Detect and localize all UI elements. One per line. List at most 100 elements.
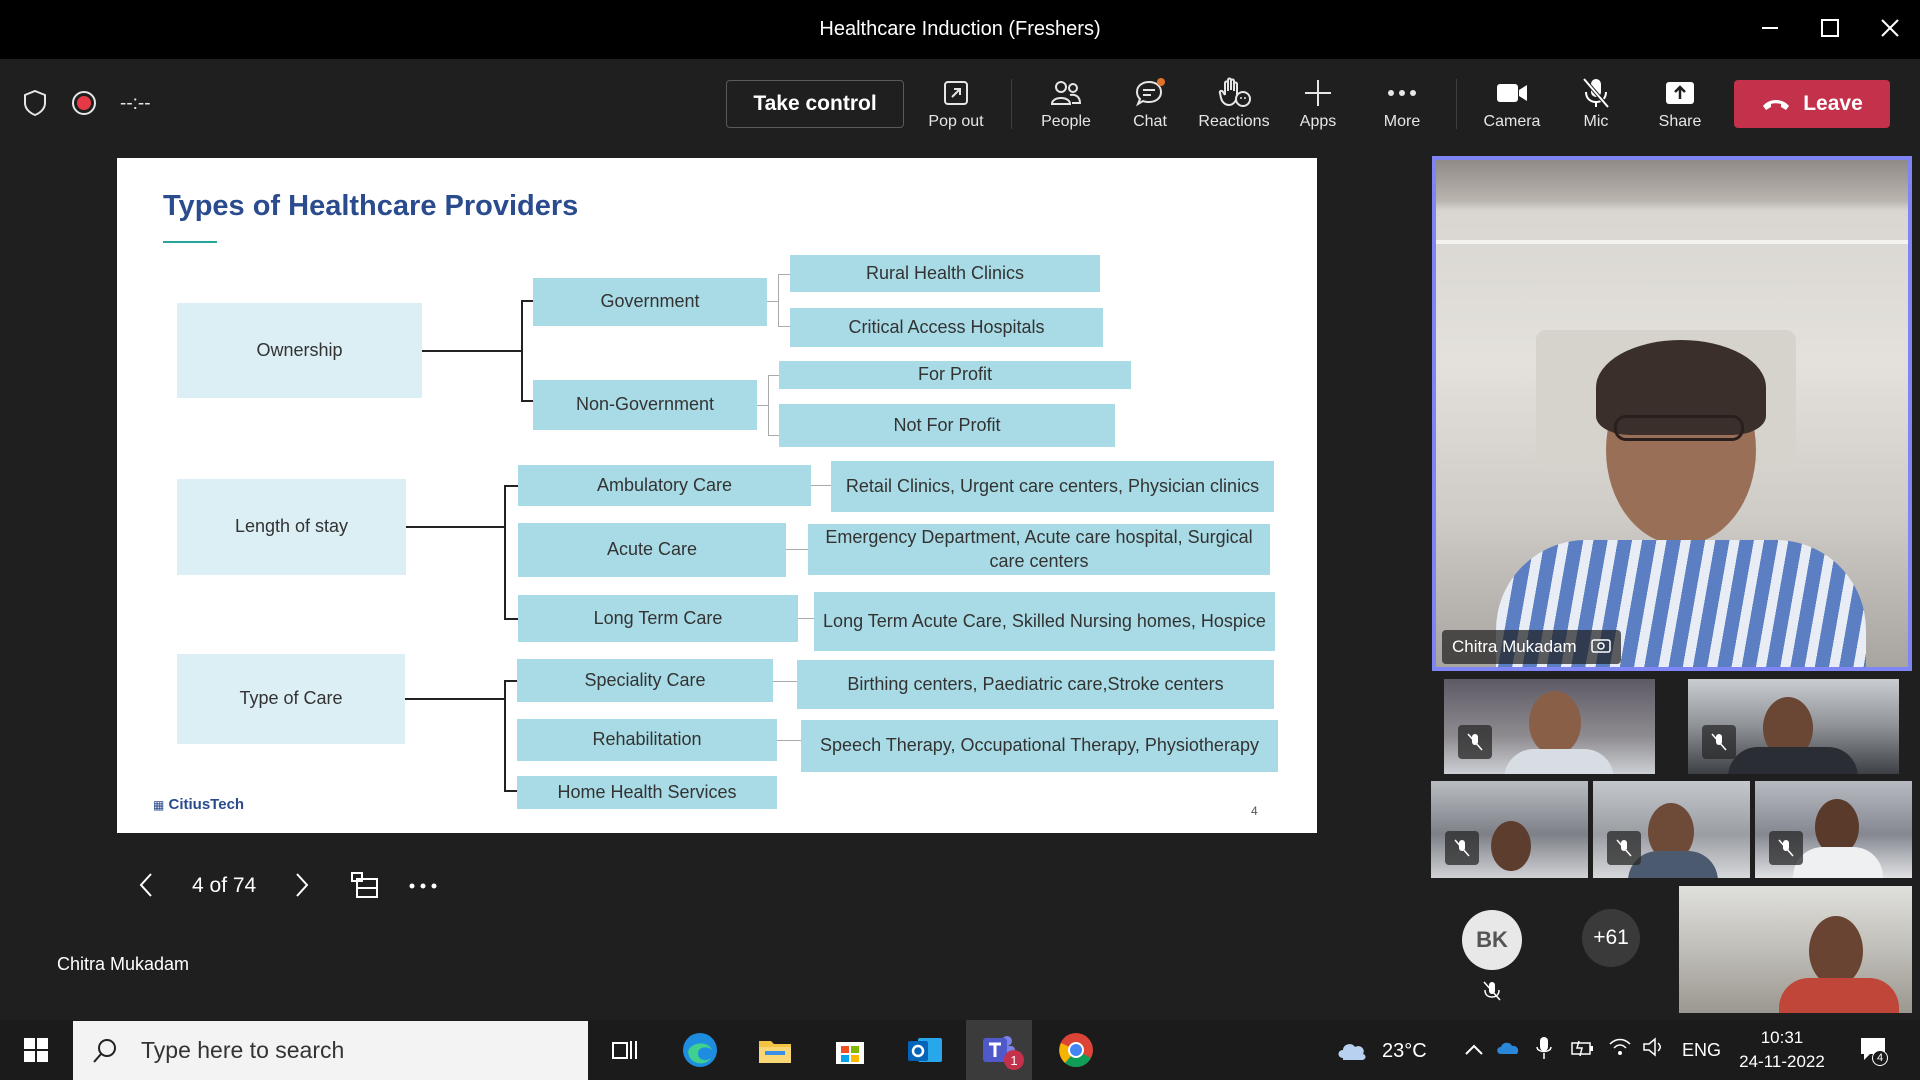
- shield-icon[interactable]: [22, 89, 48, 122]
- share-label: Share: [1658, 113, 1702, 130]
- battery-icon[interactable]: [1570, 1038, 1596, 1064]
- apps-button[interactable]: Apps: [1278, 73, 1358, 131]
- next-slide-button[interactable]: [292, 870, 312, 905]
- teams-button[interactable]: 1: [966, 1020, 1032, 1080]
- microphone-icon[interactable]: [1536, 1036, 1552, 1066]
- participant-video-2[interactable]: [1688, 679, 1899, 774]
- participant-video-4[interactable]: [1593, 781, 1750, 878]
- length-of-stay-box: Length of stay: [177, 479, 406, 575]
- reactions-icon: [1218, 77, 1251, 107]
- chat-button[interactable]: Chat: [1110, 73, 1190, 131]
- share-button[interactable]: Share: [1640, 73, 1720, 131]
- folder-icon: [759, 1041, 791, 1063]
- windows-icon: [24, 1038, 48, 1062]
- participant-avatar[interactable]: BK: [1462, 910, 1522, 970]
- more-button[interactable]: More: [1362, 73, 1442, 131]
- screen-share-icon: [1590, 639, 1611, 653]
- mic-button[interactable]: Mic: [1556, 73, 1636, 131]
- more-icon: [409, 883, 437, 889]
- show-hidden-icons-button[interactable]: [1464, 1040, 1484, 1062]
- main-speaker-video[interactable]: Chitra Mukadam: [1432, 156, 1912, 671]
- close-button[interactable]: [1870, 10, 1910, 46]
- recording-icon: [70, 89, 98, 122]
- wifi-icon[interactable]: [1608, 1036, 1632, 1064]
- chrome-button[interactable]: [1046, 1020, 1106, 1080]
- slide-more-button[interactable]: [408, 878, 438, 896]
- search-placeholder: Type here to search: [141, 1037, 345, 1063]
- clock[interactable]: 10:31 24-11-2022: [1722, 1026, 1842, 1074]
- more-icon: [1388, 90, 1416, 96]
- meeting-timer: --:--: [120, 93, 151, 114]
- maximize-button[interactable]: [1810, 10, 1850, 46]
- taskbar-search[interactable]: Type here to search: [73, 1021, 588, 1080]
- task-view-icon: [612, 1041, 637, 1059]
- volume-icon[interactable]: [1642, 1036, 1666, 1064]
- close-icon: [1881, 19, 1899, 37]
- more-label: More: [1383, 113, 1421, 130]
- notification-icon: [1861, 1038, 1885, 1060]
- meeting-toolbar: --:-- Pop out People Chat Reactions Apps…: [0, 59, 1920, 149]
- ownership-box: Ownership: [177, 303, 422, 398]
- chevron-left-icon: [139, 873, 152, 897]
- reactions-label: Reactions: [1198, 113, 1270, 130]
- edge-button[interactable]: [670, 1020, 730, 1080]
- take-control-button[interactable]: Take control: [726, 80, 904, 128]
- participant-video-5[interactable]: [1755, 781, 1912, 878]
- home-health-box: Home Health Services: [517, 776, 777, 809]
- speciality-care-box: Speciality Care: [517, 659, 773, 702]
- teams-badge: 1: [1004, 1050, 1024, 1070]
- participant-video-3[interactable]: [1431, 781, 1588, 878]
- acute-care-box: Acute Care: [518, 523, 786, 577]
- file-explorer-button[interactable]: [745, 1020, 805, 1080]
- pop-out-button[interactable]: Pop out: [916, 73, 996, 131]
- slide-grid-button[interactable]: [349, 870, 379, 905]
- store-button[interactable]: [820, 1020, 880, 1080]
- title-bar: Healthcare Induction (Freshers): [0, 0, 1920, 59]
- not-for-profit-box: Not For Profit: [779, 404, 1115, 447]
- participant-mic-off-icon: [1445, 831, 1479, 865]
- window-title: Healthcare Induction (Freshers): [819, 18, 1101, 40]
- maximize-icon: [1821, 19, 1839, 37]
- start-button[interactable]: [6, 1020, 66, 1080]
- minimize-button[interactable]: [1750, 10, 1790, 46]
- task-view-button[interactable]: [595, 1020, 655, 1080]
- shared-slide: Types of Healthcare Providers Ownership …: [117, 158, 1317, 833]
- rehabilitation-desc-box: Speech Therapy, Occupational Therapy, Ph…: [801, 720, 1278, 772]
- pop-out-icon: [944, 81, 968, 105]
- outlook-button[interactable]: [895, 1020, 955, 1080]
- rural-health-box: Rural Health Clinics: [790, 255, 1100, 292]
- slide-page-number: 4: [1251, 804, 1258, 818]
- previous-slide-button[interactable]: [136, 870, 156, 905]
- weather-icon[interactable]: [1334, 1036, 1370, 1068]
- participant-mic-off-icon: [1702, 725, 1736, 759]
- participant-video-6[interactable]: [1679, 886, 1912, 1013]
- camera-button[interactable]: Camera: [1472, 73, 1552, 131]
- participant-mic-off-icon: [1458, 725, 1492, 759]
- chat-label: Chat: [1133, 113, 1167, 130]
- hang-up-icon: [1763, 100, 1790, 110]
- people-button[interactable]: People: [1026, 73, 1106, 131]
- apps-icon: [1305, 80, 1331, 106]
- clock-time: 10:31: [1760, 1028, 1804, 1047]
- reactions-button[interactable]: Reactions: [1194, 73, 1274, 131]
- title-underline: [163, 241, 217, 243]
- leave-label: Leave: [1803, 92, 1863, 115]
- acute-desc-box: Emergency Department, Acute care hospita…: [808, 524, 1270, 575]
- long-term-desc-box: Long Term Acute Care, Skilled Nursing ho…: [814, 592, 1275, 651]
- leave-button[interactable]: Leave: [1734, 80, 1890, 128]
- more-participants-button[interactable]: +61: [1582, 909, 1640, 967]
- onedrive-icon[interactable]: [1495, 1038, 1521, 1062]
- edge-icon: [683, 1033, 717, 1067]
- ambulatory-desc-box: Retail Clinics, Urgent care centers, Phy…: [831, 461, 1274, 512]
- avatar-mic-off-icon: [1482, 980, 1502, 1007]
- chevron-right-icon: [296, 873, 309, 897]
- temperature[interactable]: 23°C: [1382, 1040, 1427, 1062]
- notification-count: 4: [1872, 1050, 1888, 1066]
- participant-video-1[interactable]: [1444, 679, 1655, 774]
- search-icon: [93, 1038, 116, 1063]
- notifications-button[interactable]: 4: [1858, 1034, 1888, 1070]
- grid-view-icon: [351, 872, 378, 898]
- language-indicator[interactable]: ENG: [1682, 1040, 1722, 1060]
- ambulatory-care-box: Ambulatory Care: [518, 465, 811, 506]
- critical-access-box: Critical Access Hospitals: [790, 308, 1103, 347]
